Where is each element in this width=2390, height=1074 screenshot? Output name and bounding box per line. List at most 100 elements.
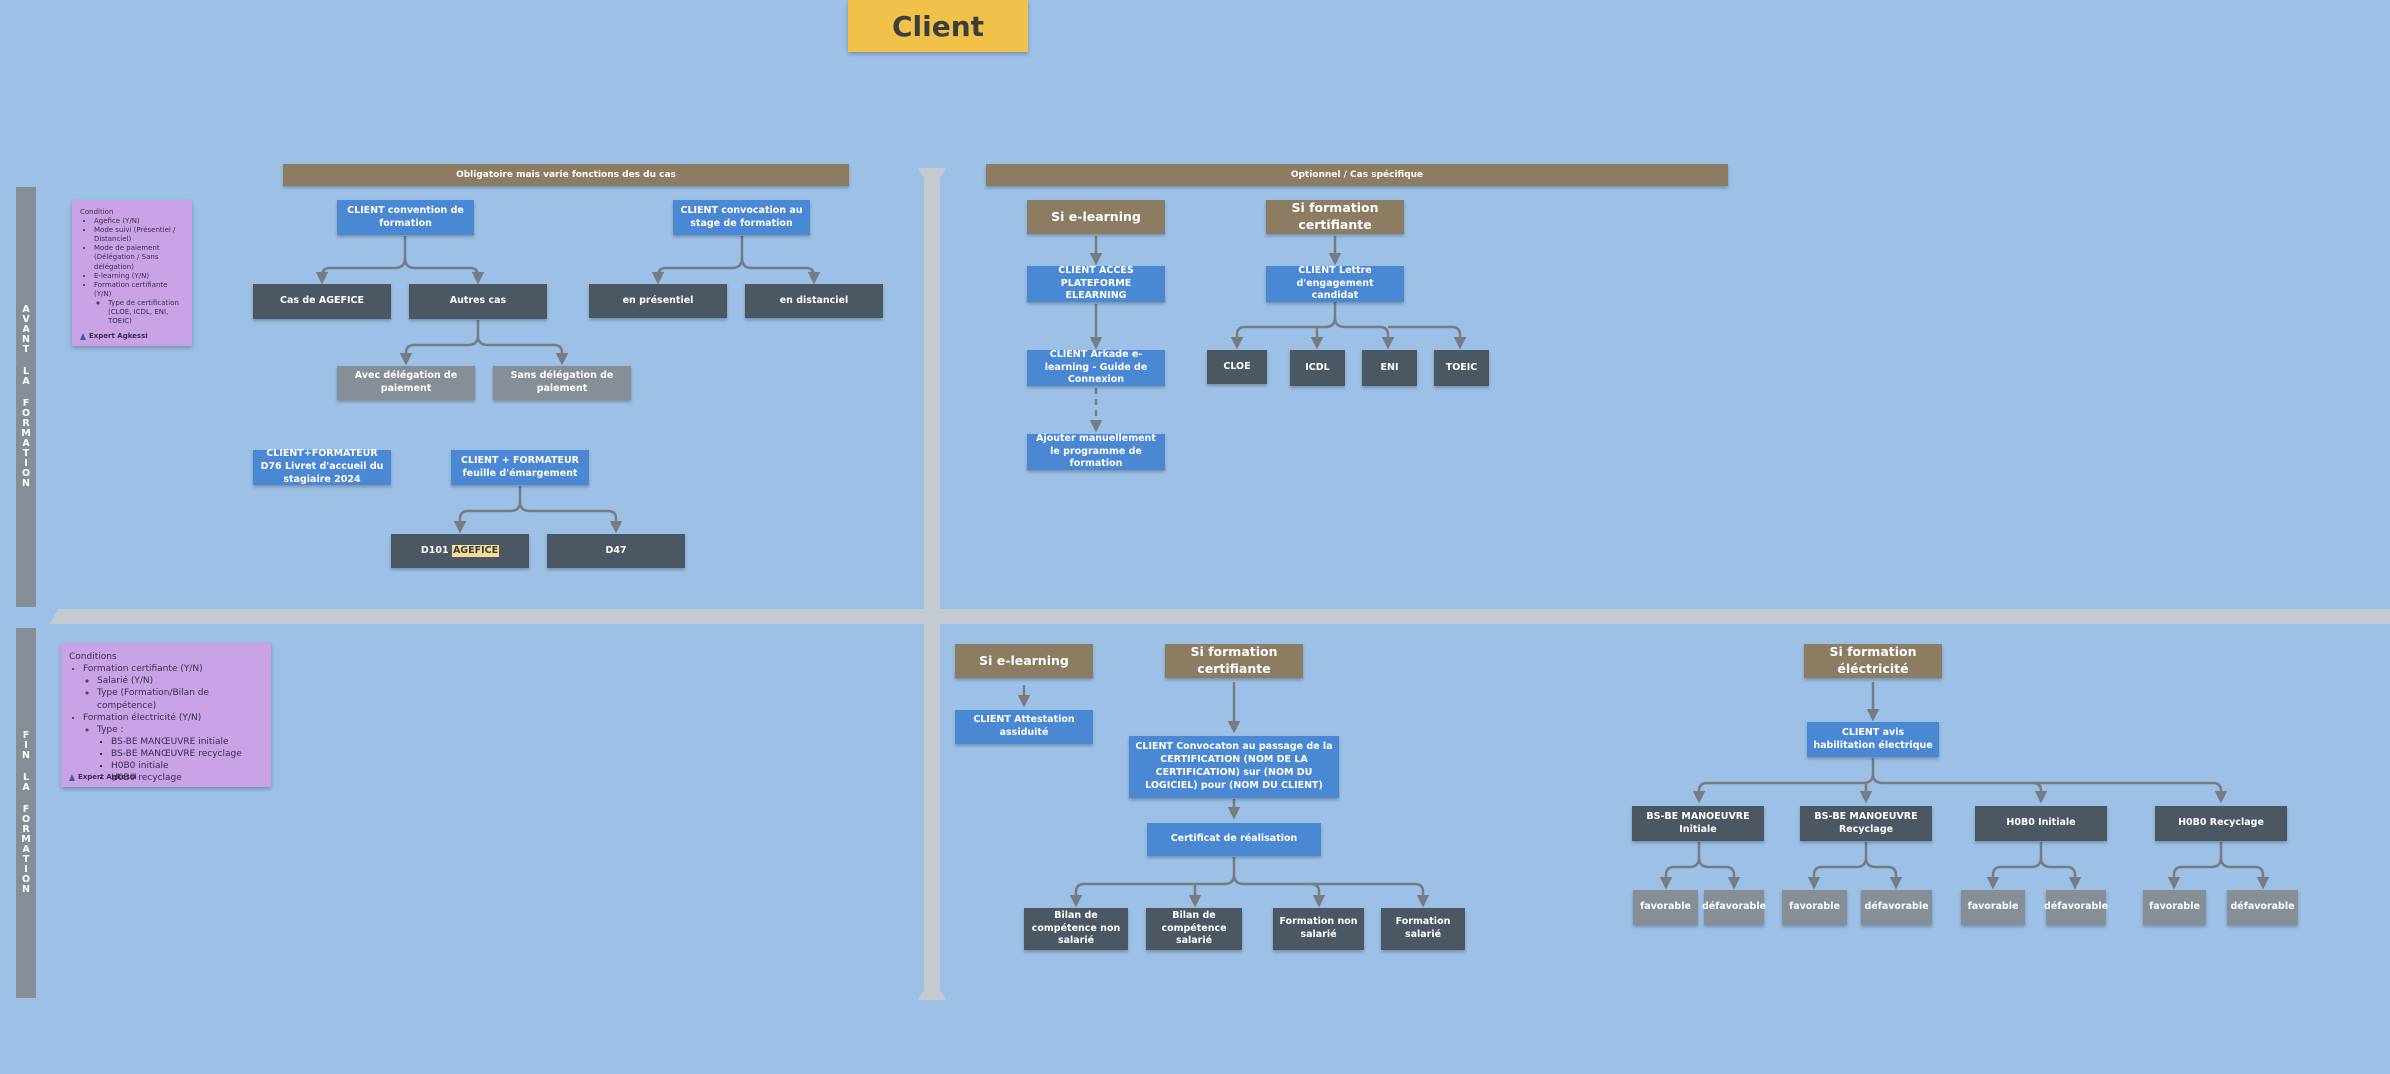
header-fin-si-certifiante[interactable]: Si formation certifiante: [1165, 644, 1303, 678]
node-defavorable-4[interactable]: défavorable: [2227, 890, 2298, 925]
node-d47[interactable]: D47: [547, 534, 685, 568]
node-bsbe-initiale[interactable]: BS-BE MANOEUVRE Initiale: [1632, 806, 1764, 841]
node-convocation-certification[interactable]: CLIENT Convocaton au passage de la CERTI…: [1129, 736, 1339, 798]
vertical-label-letter: L: [22, 772, 30, 783]
note-subitem: Salarié (Y/N): [97, 675, 265, 687]
node-livret-accueil[interactable]: CLIENT+FORMATEUR D76 Livret d'accueil du…: [253, 448, 391, 485]
node-defavorable-1[interactable]: défavorable: [1702, 890, 1766, 925]
node-cas-agefice[interactable]: Cas de AGEFICE: [253, 284, 391, 319]
vertical-label-letter: A: [22, 438, 30, 449]
note-item: Formation électricité (Y/N) Type : BS-BE…: [83, 712, 265, 785]
vertical-label-letter: I: [24, 864, 28, 875]
node-bsbe-recyclage[interactable]: BS-BE MANOEUVRE Recyclage: [1800, 806, 1932, 841]
note-author-name: Expert Agkessi: [89, 331, 148, 340]
vertical-label-letter: N: [22, 478, 30, 489]
node-favorable-3[interactable]: favorable: [1961, 890, 2025, 925]
vertical-label-letter: R: [22, 418, 30, 429]
note-subsubitem: H0B0 initiale: [111, 760, 265, 772]
author-icon: [80, 332, 86, 340]
note-item: Mode suivi (Présentiel / Distanciel): [94, 226, 186, 244]
vertical-label-letter: F: [22, 398, 30, 409]
node-sans-delegation[interactable]: Sans délégation de paiement: [493, 366, 631, 400]
note-subsubitem: BS-BE MANŒUVRE initiale: [111, 736, 265, 748]
vertical-label-letter: L: [22, 366, 30, 377]
note-subsubitem: BS-BE MANŒUVRE recyclage: [111, 748, 265, 760]
node-certificat-realisation[interactable]: Certificat de réalisation: [1147, 823, 1321, 856]
node-defavorable-3[interactable]: défavorable: [2044, 890, 2108, 925]
note-heading: Condition: [80, 208, 114, 216]
sticky-note-conditions-fin[interactable]: Conditions Formation certifiante (Y/N) S…: [61, 643, 271, 787]
banner-mandatory: Obligatoire mais varie fonctions des du …: [283, 164, 849, 186]
header-fin-si-elearning[interactable]: Si e-learning: [955, 644, 1093, 678]
node-eni[interactable]: ENI: [1362, 350, 1417, 386]
vertical-label-letter: A: [22, 782, 30, 793]
header-si-certifiante[interactable]: Si formation certifiante: [1266, 200, 1404, 234]
node-favorable-4[interactable]: favorable: [2143, 890, 2206, 925]
vertical-label-letter: V: [22, 314, 30, 325]
node-cloe[interactable]: CLOE: [1207, 350, 1267, 384]
node-bilan-salarie[interactable]: Bilan de compétence salarié: [1146, 908, 1242, 950]
note-author: Expert Agkessi: [69, 773, 137, 782]
node-d101-agefice[interactable]: D101 AGEFICE: [391, 534, 529, 568]
node-lettre-engagement[interactable]: CLIENT Lettre d'engagement candidat: [1266, 265, 1404, 302]
note-subitem: Type (Formation/Bilan de compétence): [97, 687, 265, 711]
note-author: Expert Agkessi: [80, 332, 148, 341]
vertical-label-letter: A: [22, 324, 30, 335]
node-formation-non-salarie[interactable]: Formation non salarié: [1273, 908, 1364, 950]
node-acces-plateforme[interactable]: CLIENT ACCES PLATEFORME ELEARNING: [1027, 265, 1165, 302]
node-favorable-2[interactable]: favorable: [1782, 890, 1847, 925]
node-avec-delegation[interactable]: Avec délégation de paiement: [337, 366, 475, 400]
node-defavorable-2[interactable]: défavorable: [1861, 890, 1932, 925]
node-convention[interactable]: CLIENT convention de formation: [337, 200, 474, 235]
node-h0b0-recyclage[interactable]: H0B0 Recyclage: [2155, 806, 2287, 841]
horizontal-divider: [50, 609, 2390, 624]
vertical-label-letter: R: [22, 824, 30, 835]
node-en-distanciel[interactable]: en distanciel: [745, 284, 883, 318]
vertical-label-letter: O: [21, 874, 31, 885]
node-favorable-1[interactable]: favorable: [1633, 890, 1698, 925]
node-toeic[interactable]: TOEIC: [1434, 350, 1489, 386]
vertical-label-letter: T: [22, 448, 30, 459]
node-avis-habilitation[interactable]: CLIENT avis habilitation électrique: [1807, 722, 1939, 757]
note-item-text: Formation électricité (Y/N): [83, 712, 202, 723]
banner-optional: Optionnel / Cas spécifique: [986, 164, 1728, 186]
note-item-text: Formation certifiante (Y/N): [94, 280, 168, 298]
vertical-label-letter: A: [22, 304, 30, 315]
vertical-label-letter: F: [22, 730, 30, 741]
header-si-elearning[interactable]: Si e-learning: [1027, 200, 1165, 234]
page-title: Client: [848, 0, 1028, 52]
node-icdl[interactable]: ICDL: [1290, 350, 1345, 386]
node-convocation-stage[interactable]: CLIENT convocation au stage de formation: [673, 200, 810, 235]
node-autres-cas[interactable]: Autres cas: [409, 284, 547, 319]
vertical-label-letter: M: [21, 428, 31, 439]
node-attestation-assiduite[interactable]: CLIENT Attestation assiduité: [955, 710, 1093, 744]
node-feuille-emargement[interactable]: CLIENT + FORMATEUR feuille d'émargement: [451, 450, 589, 485]
node-formation-salarie[interactable]: Formation salarié: [1381, 908, 1465, 950]
note-subitem: Type : BS-BE MANŒUVRE initiale BS-BE MAN…: [97, 724, 265, 785]
vertical-label-letter: T: [22, 344, 30, 355]
note-subitem-text: Type :: [97, 724, 124, 735]
vertical-label-letter: N: [22, 884, 30, 895]
sticky-note-conditions-avant[interactable]: Condition Agefice (Y/N) Mode suivi (Prés…: [72, 200, 192, 346]
node-bilan-non-salarie[interactable]: Bilan de compétence non salarié: [1024, 908, 1128, 950]
note-subitem: Type de certification (CLOE, ICDL, ENI, …: [108, 299, 186, 326]
vertical-label-letter: A: [22, 376, 30, 387]
note-item: Formation certifiante (Y/N) Type de cert…: [94, 281, 186, 326]
node-h0b0-initiale[interactable]: H0B0 Initiale: [1975, 806, 2107, 841]
note-subsubitem: H0B0 recyclage: [111, 772, 265, 784]
vertical-label-letter: N: [22, 750, 30, 761]
header-fin-si-electricite[interactable]: Si formation éléctricité: [1804, 644, 1942, 678]
vertical-label-letter: F: [22, 804, 30, 815]
vertical-label-letter: O: [21, 408, 31, 419]
vertical-label-letter: A: [22, 844, 30, 855]
node-ajouter-programme[interactable]: Ajouter manuellement le programme de for…: [1027, 433, 1165, 470]
vertical-label-letter: I: [24, 458, 28, 469]
node-arkade-guide[interactable]: CLIENT Arkade e-learning - Guide de Conn…: [1027, 349, 1165, 386]
vertical-label-letter: M: [21, 834, 31, 845]
node-en-presentiel[interactable]: en présentiel: [589, 284, 727, 318]
note-item: E-learning (Y/N): [94, 272, 186, 281]
vertical-label-letter: N: [22, 334, 30, 345]
note-heading: Conditions: [69, 652, 117, 662]
